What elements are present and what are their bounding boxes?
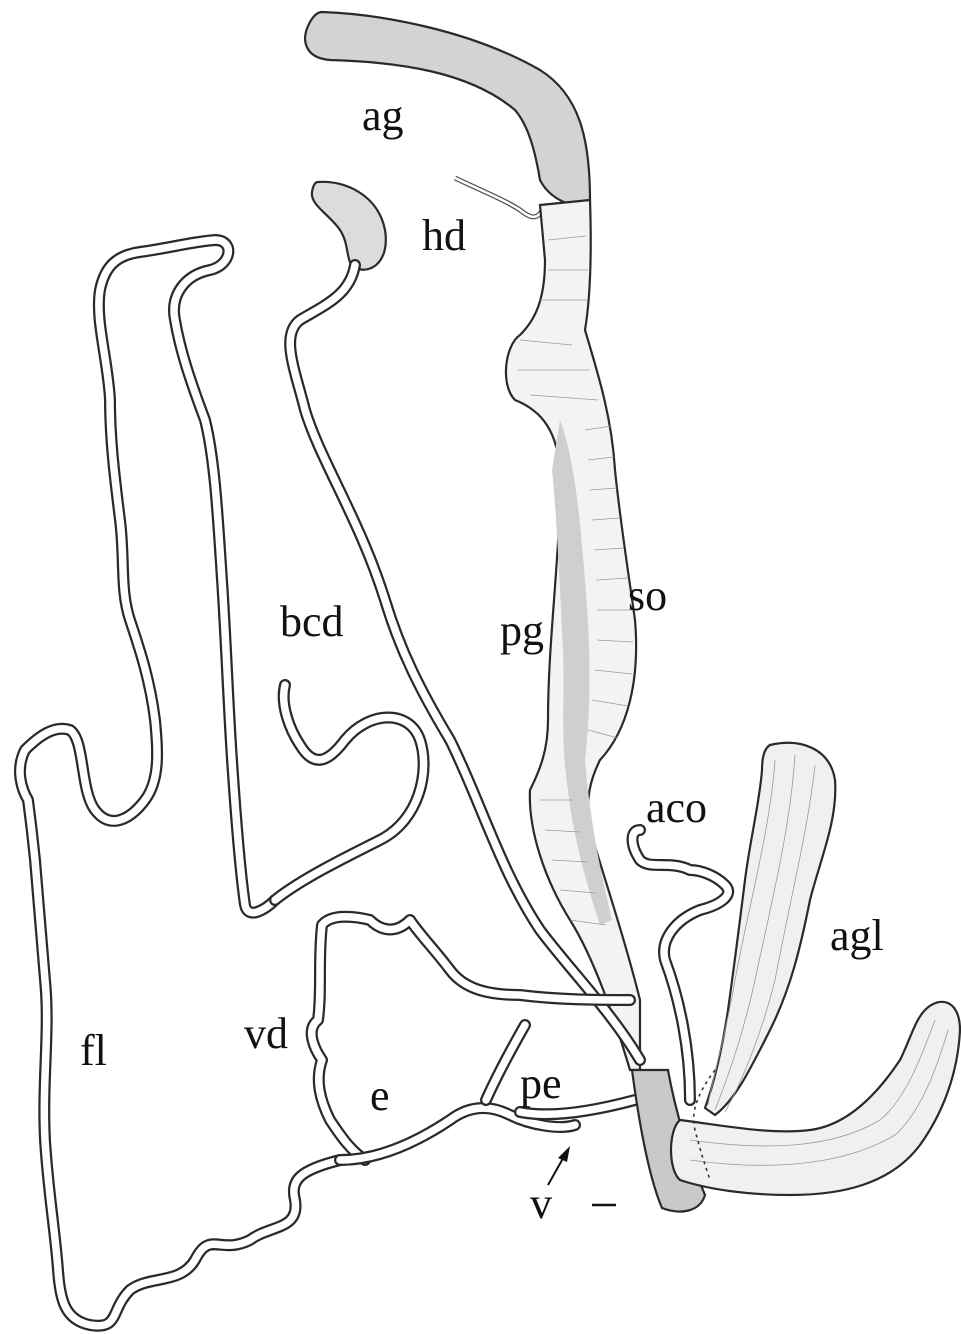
prostate-gland bbox=[552, 420, 612, 925]
bursa-copulatrix bbox=[310, 180, 387, 271]
penis bbox=[480, 1019, 641, 1121]
flagellum bbox=[13, 234, 346, 1332]
label-pg: pg bbox=[500, 606, 544, 655]
label-so: so bbox=[628, 571, 667, 620]
bursa-duct bbox=[284, 259, 646, 1066]
label-pe: pe bbox=[520, 1059, 562, 1108]
accessory-gland-lower bbox=[670, 1000, 961, 1197]
gland-dotted-outline bbox=[692, 1069, 716, 1181]
vas-deferens bbox=[305, 910, 636, 1166]
accessory-copulatory-organ bbox=[626, 824, 735, 1106]
label-bcd: bcd bbox=[280, 597, 344, 646]
v-arrow bbox=[547, 1146, 570, 1186]
label-e: e bbox=[370, 1071, 390, 1120]
hermaphroditic-duct bbox=[453, 175, 548, 220]
gland-stripes bbox=[689, 754, 949, 1166]
label-ag: ag bbox=[362, 91, 404, 140]
accessory-gland-upper bbox=[703, 741, 837, 1117]
label-aco: aco bbox=[646, 783, 707, 832]
label-vd: vd bbox=[244, 1009, 288, 1058]
label-agl: agl bbox=[830, 911, 884, 960]
label-hd: hd bbox=[422, 211, 466, 260]
duct-loop bbox=[269, 679, 430, 906]
label-v: v bbox=[530, 1179, 552, 1228]
epiphallus bbox=[334, 1102, 581, 1166]
label-fl: fl bbox=[80, 1026, 107, 1075]
spermoviduct-folds bbox=[518, 235, 634, 926]
albumen-gland bbox=[304, 10, 592, 207]
